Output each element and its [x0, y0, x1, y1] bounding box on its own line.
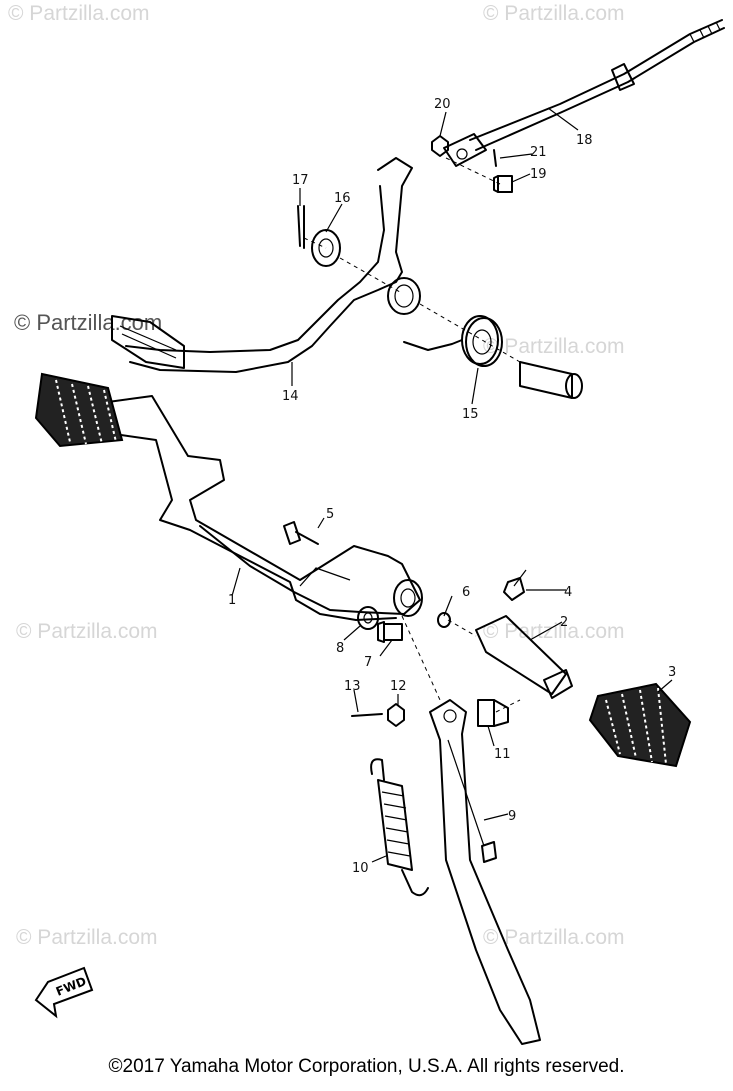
callout-20: 20: [434, 97, 451, 112]
callout-4: 4: [564, 585, 572, 600]
brake-rod: [443, 19, 725, 167]
watermark-layer: © Partzilla.com © Partzilla.com © Partzi…: [8, 2, 625, 949]
fwd-arrow-icon: FWD: [34, 966, 94, 1019]
footrest-rubber-left: [34, 372, 124, 448]
callout-12: 12: [390, 679, 407, 694]
callout-13: 13: [344, 679, 361, 694]
stand-spring-10: [370, 758, 429, 897]
callout-5: 5: [326, 507, 334, 522]
callouts: 1 2 3 4 5 6 7 8 9 10 11 12 13 14 15 16 1…: [228, 97, 676, 876]
watermark-brake-pedal: © Partzilla.com: [14, 310, 162, 335]
watermark-bottom-left: © Partzilla.com: [16, 926, 158, 949]
pivot-bolt-11: [477, 699, 509, 727]
callout-17: 17: [292, 173, 309, 188]
callout-21: 21: [530, 145, 547, 160]
callout-7: 7: [364, 655, 372, 670]
spring-clip-4: [503, 569, 527, 601]
copyright-notice: ©2017 Yamaha Motor Corporation, U.S.A. A…: [108, 1056, 625, 1077]
washer-6: [437, 612, 451, 628]
cotter-pin-17: [297, 205, 305, 249]
callout-19: 19: [530, 167, 547, 182]
cotter-pin-13: [351, 713, 383, 717]
bolt-5: [283, 521, 319, 545]
callout-8: 8: [336, 641, 344, 656]
callout-3: 3: [668, 665, 676, 680]
callout-11: 11: [494, 747, 511, 762]
clevis-pin-19: [493, 175, 513, 193]
footrest-rubber-right: [588, 682, 692, 768]
footrest-sleeve-2: [475, 615, 573, 699]
callout-18: 18: [576, 133, 593, 148]
watermark-mid-right: © Partzilla.com: [483, 335, 625, 358]
callout-16: 16: [334, 191, 351, 206]
callout-1: 1: [228, 593, 236, 608]
watermark-bottom-right: © Partzilla.com: [483, 926, 625, 949]
callout-10: 10: [352, 861, 369, 876]
watermark-left-lower: © Partzilla.com: [16, 620, 158, 643]
pivot-sleeve: [519, 361, 583, 399]
cotter-pin-21: [493, 149, 497, 167]
washer-16: [311, 229, 341, 267]
nut-12: [387, 703, 405, 727]
callout-6: 6: [462, 585, 470, 600]
nut-20: [431, 135, 449, 157]
brake-pedal: [111, 157, 421, 373]
callout-2: 2: [560, 615, 568, 630]
watermark-right-lower: © Partzilla.com: [483, 620, 625, 643]
callout-9: 9: [508, 809, 516, 824]
footrest-bar: [99, 395, 423, 621]
watermark-top-right: © Partzilla.com: [483, 2, 625, 25]
callout-15: 15: [462, 407, 479, 422]
watermark-top-left: © Partzilla.com: [8, 2, 150, 25]
side-stand: [429, 699, 541, 1045]
return-spring-15: [403, 315, 503, 367]
washer-8: [357, 606, 379, 630]
leader-lines: [231, 107, 673, 863]
callout-14: 14: [282, 389, 299, 404]
bolt-7: [377, 621, 403, 643]
